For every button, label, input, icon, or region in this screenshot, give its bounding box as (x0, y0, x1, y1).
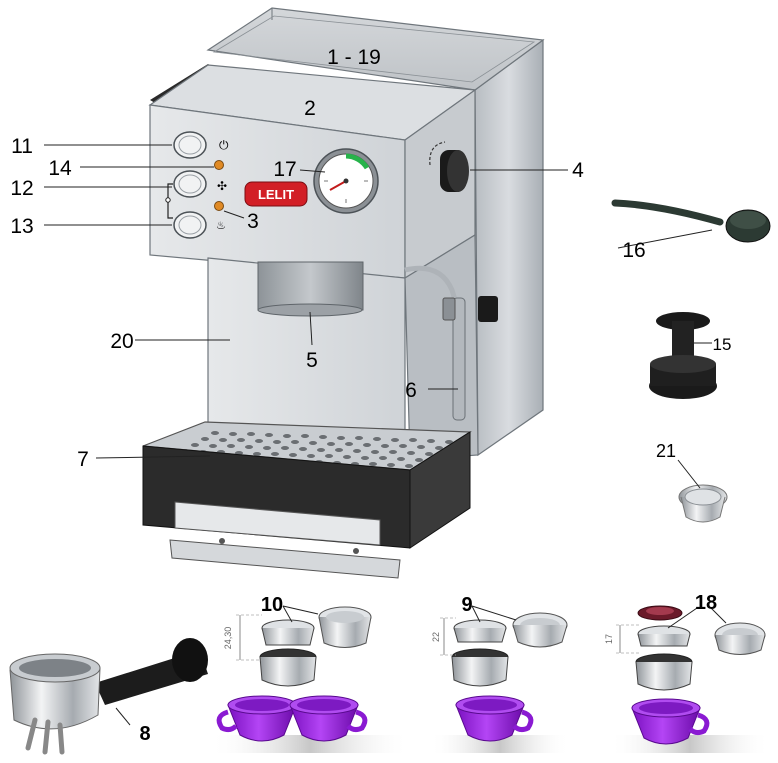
steam-wand-clip (478, 296, 498, 322)
callout-11: 11 (11, 135, 33, 158)
dimension-18: 17 (604, 634, 614, 644)
callout-16: 16 (622, 239, 645, 262)
indicator-light-3 (214, 201, 224, 211)
callout-9: 9 (461, 594, 472, 616)
callout-labels: 1 - 19 2 3 4 5 6 7 8 9 10 11 12 13 14 15… (10, 46, 731, 745)
callout-6: 6 (405, 379, 417, 402)
callout-17: 17 (273, 158, 296, 181)
callout-8: 8 (139, 723, 150, 745)
callout-20: 20 (110, 330, 133, 353)
power-icon: ⏻ (219, 138, 229, 152)
brand-logo-plate (244, 181, 308, 207)
knob-13 (173, 211, 207, 239)
dimension-9: 22 (431, 632, 441, 642)
indicator-light-14 (214, 160, 224, 170)
cup-pair (216, 695, 368, 742)
knob-12 (173, 170, 207, 198)
callout-18: 18 (695, 592, 717, 614)
basket-assembly-9 (440, 612, 568, 742)
basket-assembly-10 (236, 606, 372, 687)
base-foot (169, 539, 401, 579)
tamper (649, 312, 717, 399)
brew-group (257, 261, 364, 311)
callout-15: 15 (713, 335, 732, 354)
callout-14: 14 (48, 157, 72, 180)
brand-logo: LELIT (258, 187, 294, 202)
top-lid (206, 7, 545, 91)
leader-lines (44, 144, 727, 726)
callout-12: 12 (10, 177, 33, 200)
filter-basket-21 (678, 484, 728, 523)
callout-13: 13 (10, 215, 33, 238)
callout-2: 2 (304, 97, 316, 120)
machine-body: ⏻ ✣ ♨ LELIT (142, 7, 545, 579)
dimension-10: 24,30 (223, 627, 233, 650)
measuring-scoop (611, 199, 771, 243)
callout-4: 4 (572, 159, 584, 182)
knob-11 (173, 131, 207, 159)
callout-1-19: 1 - 19 (327, 46, 381, 69)
drip-tray-slot (174, 501, 381, 546)
drip-tray-holes (161, 431, 453, 474)
water-icon: ♨ (216, 220, 226, 232)
pressure-gauge (313, 148, 379, 214)
callout-10: 10 (261, 594, 283, 616)
side-panel (474, 38, 544, 457)
callout-3: 3 (247, 210, 259, 233)
steam-knob-4 (429, 141, 469, 192)
portafilter (9, 638, 208, 755)
gauge-green-zone (345, 153, 370, 170)
gauge-needle (329, 180, 347, 191)
callout-21: 21 (656, 441, 676, 461)
callout-5: 5 (306, 349, 318, 372)
basket-assembly-18 (616, 605, 766, 745)
callout-7: 7 (77, 448, 89, 471)
steam-icon: ✣ (217, 179, 227, 193)
